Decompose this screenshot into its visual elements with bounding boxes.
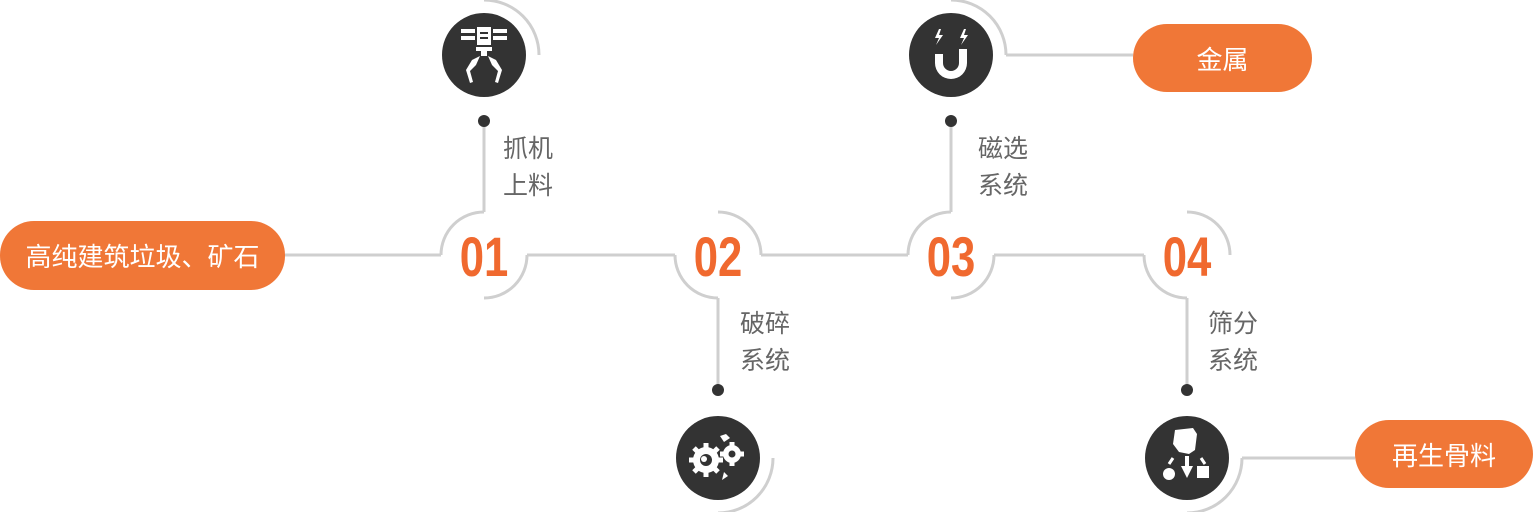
grabber-icon <box>442 13 526 97</box>
step-dot <box>712 384 724 396</box>
step-dot <box>478 115 490 127</box>
step-number-03: 03 <box>926 225 976 288</box>
step-number-01: 01 <box>459 225 509 288</box>
sorting-icon <box>1145 416 1229 500</box>
step-number-02: 02 <box>693 225 743 288</box>
output-metal-pill: 金属 <box>1133 24 1312 92</box>
step-number-04: 04 <box>1162 225 1212 288</box>
step-label-04: 筛分系统 <box>1208 309 1259 375</box>
magnet-icon <box>909 13 993 97</box>
step-dot <box>1181 384 1193 396</box>
step-label-03: 磁选系统 <box>978 134 1029 200</box>
step-label-02: 破碎系统 <box>740 309 791 375</box>
gears-crusher-icon <box>676 416 760 500</box>
input-material-pill: 高纯建筑垃圾、矿石 <box>0 221 285 290</box>
step-label-01: 抓机上料 <box>503 134 554 200</box>
output-aggregate-pill: 再生骨料 <box>1355 420 1533 488</box>
step-dot <box>945 115 957 127</box>
